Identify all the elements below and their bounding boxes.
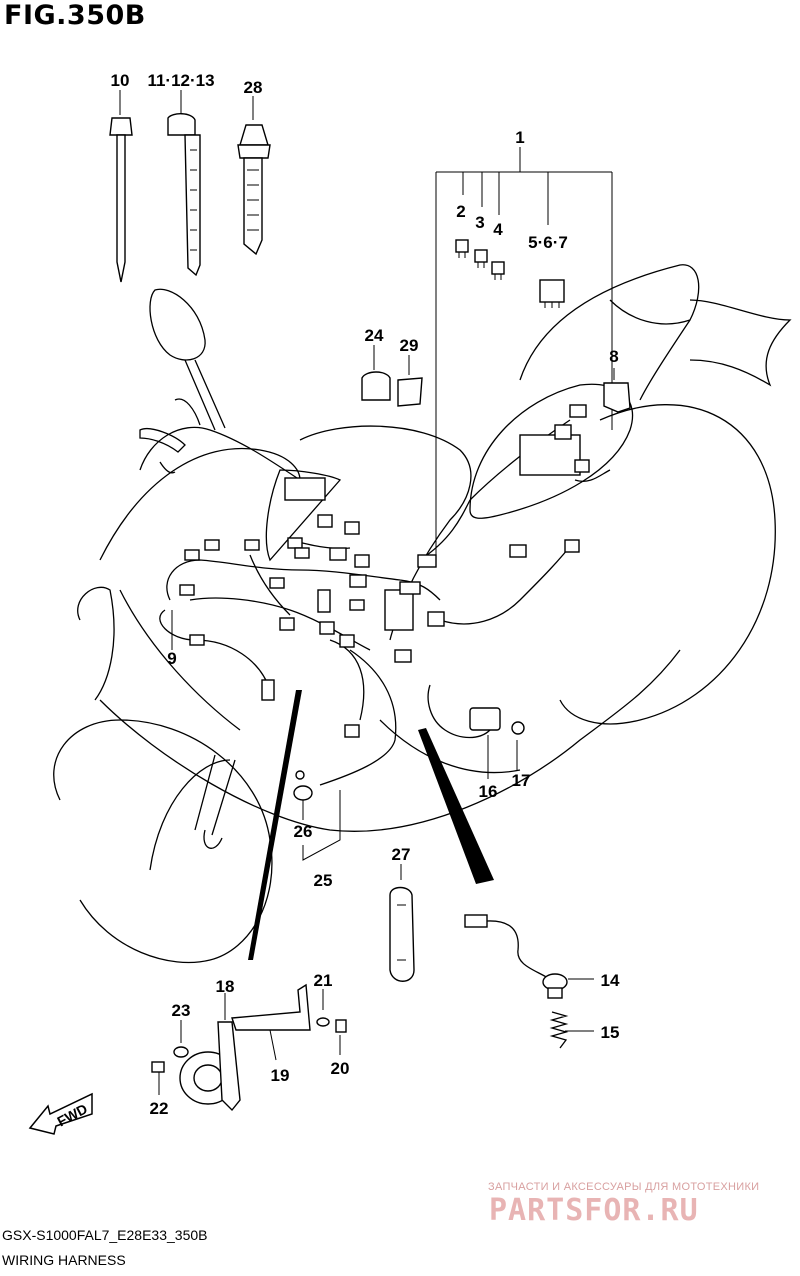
grommet-26[interactable] [293,770,313,801]
fwd-arrow: FWD [28,1092,93,1135]
bolt-17[interactable] [511,721,525,735]
callout-18: 18 [216,977,235,996]
callout-5-6-7: 5·6·7 [528,233,568,252]
callout-29: 29 [400,336,419,355]
callout-16: 16 [479,782,498,801]
callout-28: 28 [244,78,263,97]
wiring-harness[interactable] [159,404,611,786]
callout-4: 4 [493,220,503,239]
callout-25: 25 [314,871,333,890]
callout-21: 21 [314,971,333,990]
clip-8[interactable] [603,382,631,413]
callout-3: 3 [475,213,484,232]
bolt-22[interactable] [151,1061,165,1073]
callout-15: 15 [601,1023,620,1042]
spring-15[interactable] [549,1011,569,1049]
connector-24[interactable] [361,371,391,401]
bracket-19[interactable] [231,983,311,1031]
callout-26: 26 [294,822,313,841]
callout-8: 8 [609,347,618,366]
callout-2: 2 [456,202,465,221]
detail-pointers [248,690,494,960]
callout-20: 20 [331,1059,350,1078]
pad-29[interactable] [397,377,423,407]
horn-18[interactable] [179,1021,241,1112]
callout-14: 14 [601,971,620,990]
section-name: WIRING HARNESS [2,1252,126,1268]
callout-9: 9 [167,649,176,668]
cable-tie-11-12-13[interactable] [167,113,201,277]
model-code: GSX-S1000FAL7_E28E33_350B [2,1227,208,1243]
callout-19: 19 [271,1066,290,1085]
callout-27: 27 [392,845,411,864]
callout-10: 10 [111,71,130,90]
washer-21[interactable] [316,1017,330,1027]
callout-numbers: 1 2 3 4 5·6·7 8 9 10 11·12·13 14 15 16 1… [111,71,620,1118]
fuse-2[interactable] [455,239,469,258]
callout-22: 22 [150,1099,169,1118]
bracket-27[interactable] [389,886,415,982]
callout-17: 17 [512,771,531,790]
clamp-28[interactable] [237,124,271,256]
fuse-3[interactable] [474,249,488,268]
cable-tie-10[interactable] [109,117,133,283]
leader-lines [119,90,615,1095]
bolt-20[interactable] [335,1019,347,1033]
callout-24: 24 [365,326,384,345]
watermark-logo: PARTSFOR.RU [489,1193,699,1228]
figure-title: FIG.350B [4,0,146,31]
fuse-4[interactable] [491,261,505,280]
callout-1: 1 [515,128,524,147]
sensor-16[interactable] [427,684,501,739]
callout-11-12-13: 11·12·13 [147,71,214,90]
watermark-tagline: ЗАПЧАСТИ И АКСЕССУАРЫ ДЛЯ МОТОТЕХНИКИ [488,1181,760,1193]
sensor-14[interactable] [464,914,568,999]
callout-23: 23 [172,1001,191,1020]
washer-23[interactable] [173,1046,189,1058]
motorcycle-outline [53,264,792,964]
relay-5-6-7[interactable] [539,279,565,308]
